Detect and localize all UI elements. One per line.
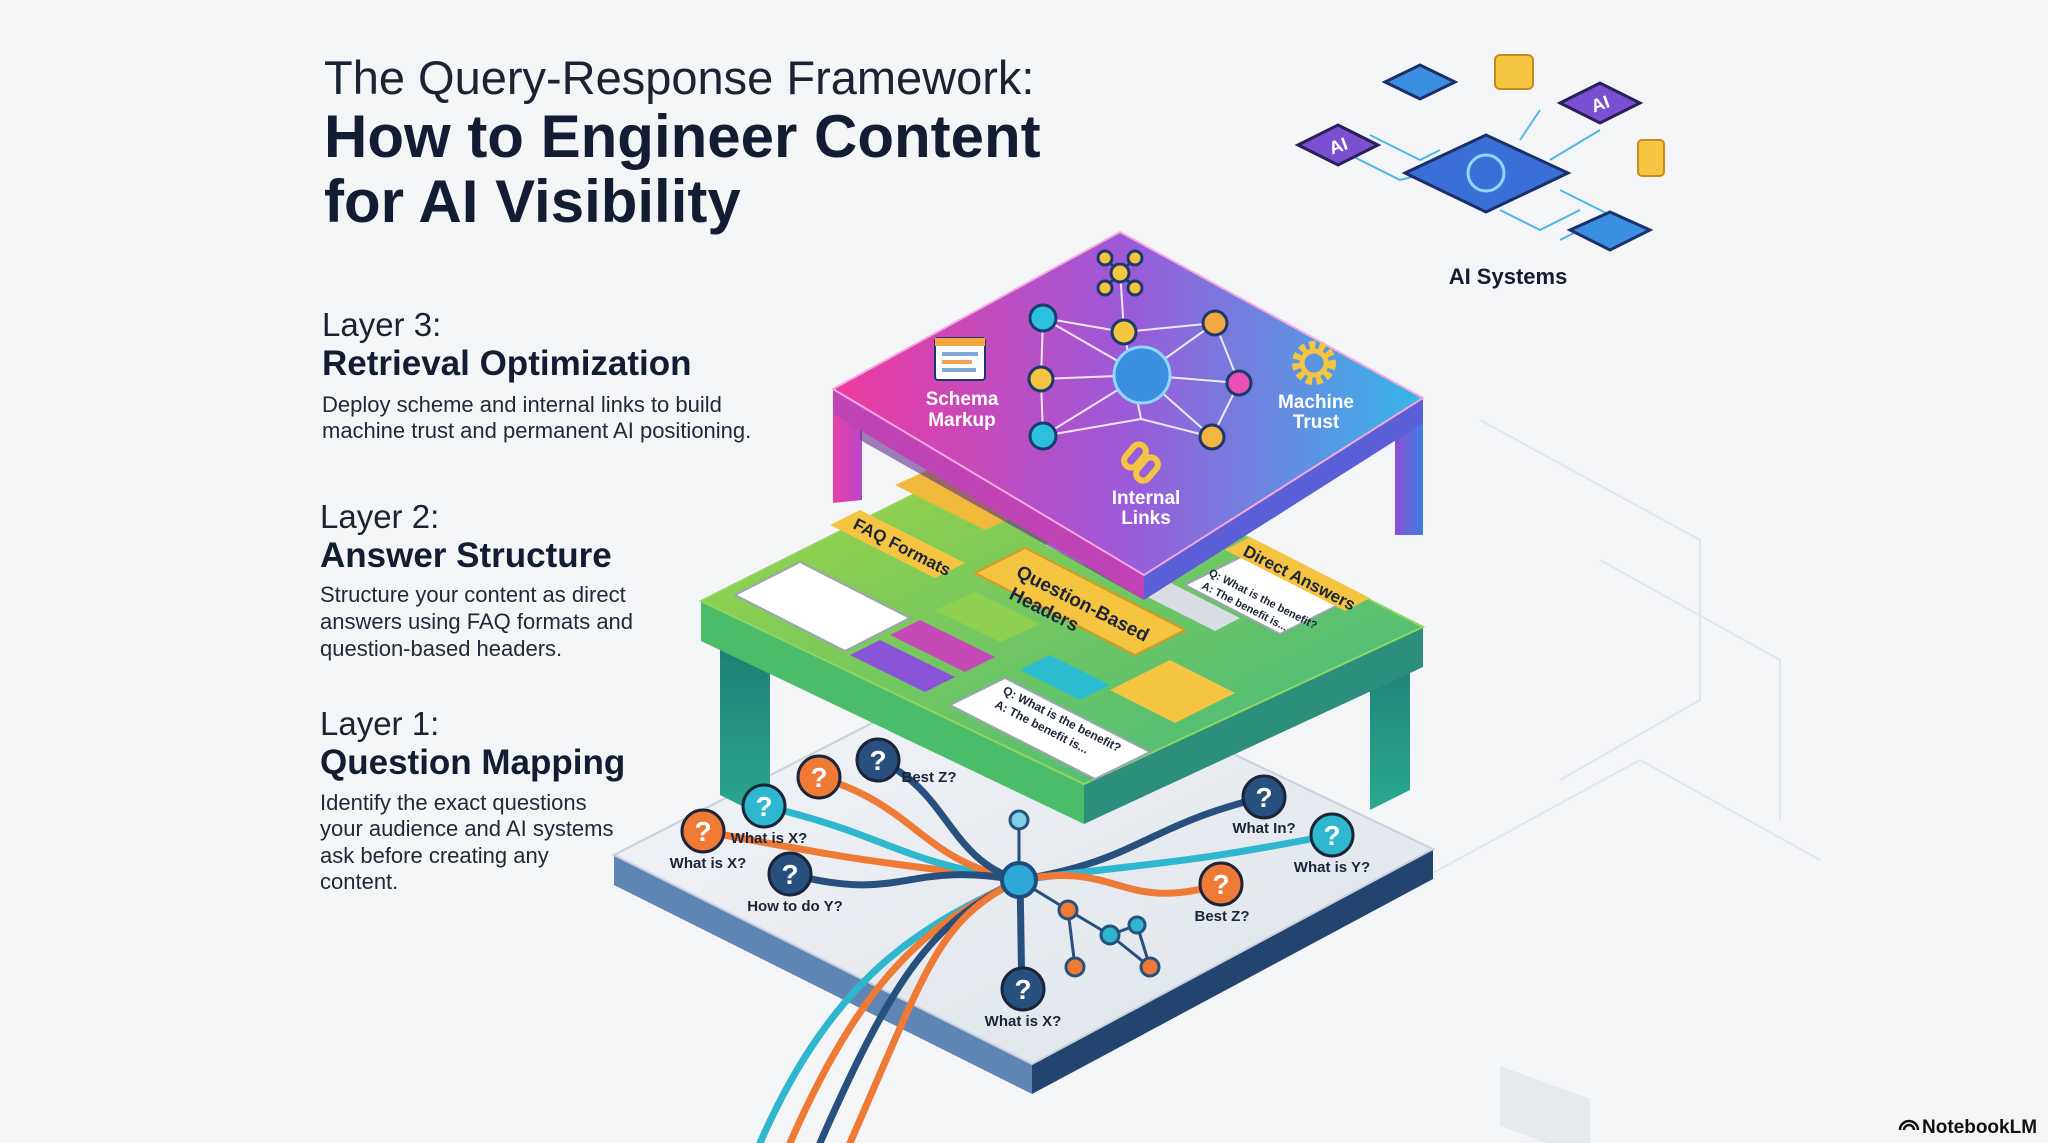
question-bubble: ? How to do Y? <box>747 851 843 915</box>
question-label: How to do Y? <box>747 898 843 915</box>
layer-desc-line: content. <box>320 869 398 894</box>
internal-links-label: Links <box>1121 508 1171 529</box>
ai-systems-label: AI Systems <box>1449 264 1568 289</box>
question-bubble: ? Best Z? <box>1194 861 1250 925</box>
layer-desc-line: ask before creating any <box>320 843 549 868</box>
layer-desc-line: Deploy scheme and internal links to buil… <box>322 392 722 417</box>
question-mark-icon <box>767 851 813 897</box>
question-wire <box>874 756 1023 884</box>
document-icon <box>1637 139 1665 177</box>
title-line-3: for AI Visibility <box>324 168 741 235</box>
question-mark-icon <box>1241 774 1287 820</box>
background-decoration <box>1419 419 1821 1143</box>
question-mark-icon <box>1309 812 1355 858</box>
schema-markup-label: Markup <box>928 410 996 431</box>
gear-icon <box>1292 341 1336 385</box>
layer-3-description: Layer 3: Retrieval Optimization Deploy s… <box>322 306 751 443</box>
question-mark-glyph: ? <box>694 816 711 847</box>
question-mark-glyph: ? <box>1255 782 1272 813</box>
layer-desc-line: machine trust and permanent AI positioni… <box>322 418 751 443</box>
question-bubble: ? What is X? <box>731 783 808 847</box>
question-wire <box>786 870 1023 889</box>
question-bubble: ? What is X? <box>985 966 1062 1030</box>
layer-desc-line: your audience and AI systems <box>320 816 614 841</box>
machine-trust-label: Machine <box>1278 392 1354 413</box>
network-hub-icon <box>1096 249 1144 297</box>
question-wires <box>699 756 1336 1143</box>
ai-chip-label: AI <box>1588 91 1612 116</box>
ai-chip <box>1294 123 1382 167</box>
layer-label: Layer 3: <box>322 306 441 343</box>
layer-desc-line: Identify the exact questions <box>320 790 587 815</box>
question-label: What is X? <box>731 830 808 847</box>
question-mark-glyph: ? <box>810 762 827 793</box>
layer-2-description: Layer 2: Answer Structure Structure your… <box>320 498 633 661</box>
question-label: What In? <box>1232 820 1295 837</box>
question-mark-icon <box>796 754 842 800</box>
question-bubbles: ? What is X?? What is X??? Best Z?? How to d… <box>670 737 1370 1030</box>
ai-systems-cluster: AI AI AI Systems <box>1294 54 1665 289</box>
layer-name: Answer Structure <box>320 536 612 575</box>
internal-links-label: Internal <box>1112 488 1181 509</box>
title-line-2: How to Engineer Content <box>324 103 1041 170</box>
schema-markup-label: Schema <box>926 389 999 410</box>
question-label: What is Y? <box>1294 859 1370 876</box>
schema-document-icon <box>934 337 986 381</box>
brain-icon <box>1466 153 1506 193</box>
question-label: What is X? <box>985 1013 1062 1030</box>
question-bubble: ? What is Y? <box>1294 812 1370 876</box>
question-mark-glyph: ? <box>755 791 772 822</box>
layer-label: Layer 2: <box>320 498 439 535</box>
mini-graph <box>1008 809 1161 978</box>
question-label: Best Z? <box>901 769 956 786</box>
layer-name: Question Mapping <box>320 743 625 782</box>
layer-desc-line: answers using FAQ formats and <box>320 609 633 634</box>
question-wire <box>815 773 1023 884</box>
question-bubble: ? <box>796 754 842 800</box>
ai-chip <box>1566 210 1654 252</box>
notebooklm-brand: NotebookLM <box>1898 1117 2037 1138</box>
question-wire <box>1015 871 1225 897</box>
question-mark-glyph: ? <box>1212 869 1229 900</box>
link-chain-icon <box>1121 441 1161 484</box>
question-bubble: ? What In? <box>1232 774 1296 837</box>
layer-name: Retrieval Optimization <box>322 344 692 383</box>
layer-desc-line: Structure your content as direct <box>320 582 626 607</box>
question-bubble: ? What is X? <box>670 808 747 872</box>
machine-trust-label: Trust <box>1293 412 1340 433</box>
layer-1-description: Layer 1: Question Mapping Identify the e… <box>320 705 625 894</box>
question-wire <box>846 876 1023 1143</box>
ai-chip <box>1556 81 1644 125</box>
ai-chip-main <box>1401 133 1572 214</box>
ai-chip-label: AI <box>1326 133 1350 158</box>
globe-icon <box>1112 345 1172 405</box>
question-label: What is X? <box>670 855 747 872</box>
question-mark-icon <box>680 808 726 854</box>
question-mark-icon <box>1198 861 1244 907</box>
question-label: Best Z? <box>1194 908 1249 925</box>
question-bubble: ? Best Z? <box>855 737 957 786</box>
chat-bubble-icon <box>1494 54 1534 90</box>
question-mark-glyph: ? <box>1014 974 1031 1005</box>
layer-3-platform: Schema Markup Machine Trust Internal Lin… <box>830 230 1425 600</box>
layer-desc-line: question-based headers. <box>320 636 562 661</box>
question-mark-icon <box>855 737 901 783</box>
question-mark-icon <box>1000 966 1046 1012</box>
notebooklm-logo-icon <box>1898 1119 1920 1131</box>
question-hub <box>1000 861 1038 899</box>
question-mark-glyph: ? <box>1323 820 1340 851</box>
title-line-1: The Query-Response Framework: <box>324 51 1034 104</box>
ai-chip <box>1381 63 1459 101</box>
question-mark-icon <box>741 783 787 829</box>
question-mark-glyph: ? <box>869 745 886 776</box>
layer-label: Layer 1: <box>320 705 439 742</box>
question-mark-glyph: ? <box>781 859 798 890</box>
brand-label: NotebookLM <box>1922 1117 2037 1138</box>
